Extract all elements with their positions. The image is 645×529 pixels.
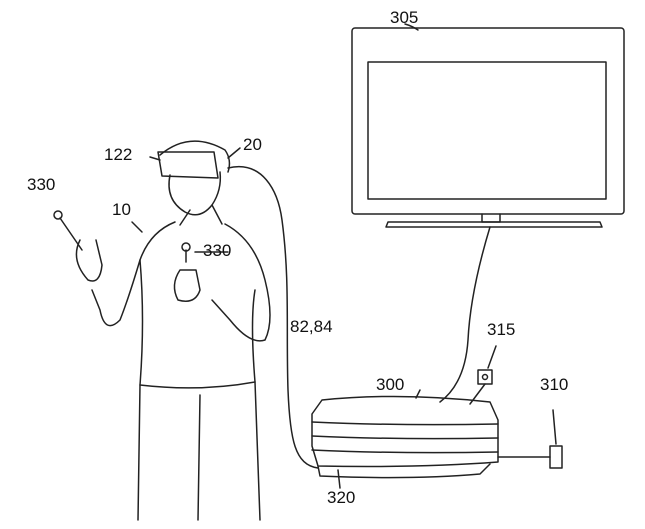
label-cable: 82,84 bbox=[290, 317, 333, 336]
label-socket: 315 bbox=[487, 320, 516, 339]
game-console bbox=[311, 389, 499, 479]
label-tv: 305 bbox=[390, 8, 419, 27]
camera bbox=[497, 409, 563, 469]
label-console: 300 bbox=[376, 375, 405, 394]
hmd-cable bbox=[227, 165, 319, 469]
label-breakout: 320 bbox=[327, 488, 356, 507]
socket bbox=[469, 345, 497, 405]
label-controller-right: 330 bbox=[203, 241, 232, 260]
label-controller-left: 330 bbox=[27, 175, 56, 194]
user-figure bbox=[53, 140, 271, 521]
label-user: 10 bbox=[112, 200, 131, 219]
television bbox=[351, 27, 625, 228]
label-camera: 310 bbox=[540, 375, 569, 394]
label-headset: 20 bbox=[243, 135, 262, 154]
label-hmd: 122 bbox=[104, 145, 133, 164]
leader-20 bbox=[227, 147, 241, 159]
leader-305 bbox=[404, 23, 419, 31]
tv-cable bbox=[439, 226, 491, 403]
leader-122 bbox=[149, 156, 161, 161]
leader-320 bbox=[337, 469, 341, 489]
leader-10 bbox=[131, 221, 143, 233]
